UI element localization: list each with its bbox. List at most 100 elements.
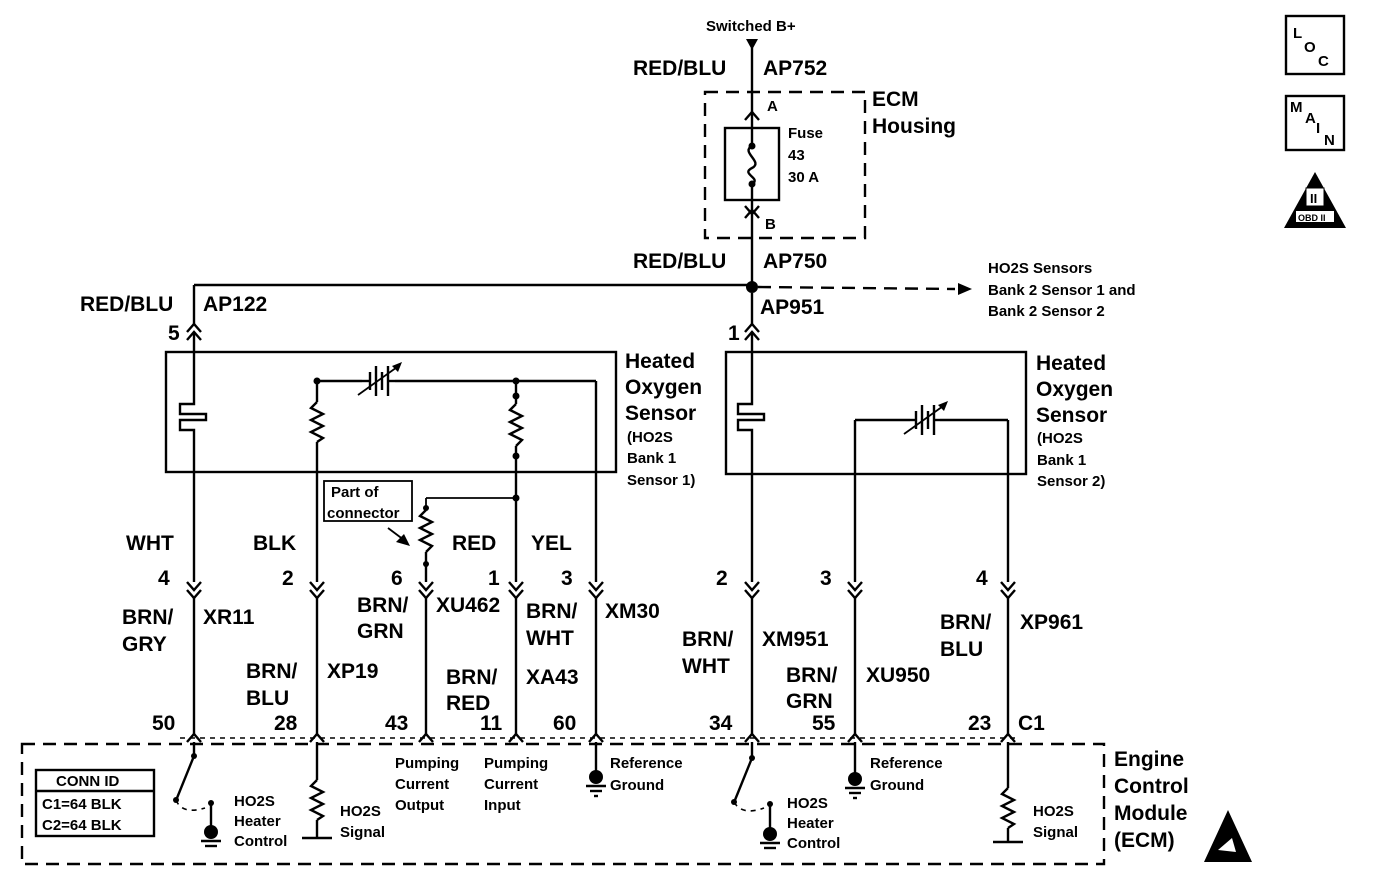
ecm-box [20,742,1106,866]
svg-text:L: L [1293,25,1302,42]
s1-title-2: Oxygen [625,376,702,399]
heater2-l2: Heater [787,815,834,832]
s2-heater-element [736,398,766,436]
s2-circuit-xm951: XM951 [762,628,829,651]
obd-ii-icon[interactable]: II OBD II [1284,172,1346,228]
pump-out-l3: Output [395,797,444,814]
ecm-pin-11: 11 [480,712,503,735]
loc-icon[interactable]: L O C [1284,14,1346,76]
conn-id-c1: C1=64 BLK [42,796,122,813]
s2-ecm-wire-a2: WHT [682,655,730,678]
s1-signal-resistor [308,779,326,821]
s2-title-1: Heated [1036,352,1106,375]
signal1-l2: Signal [340,824,385,841]
ecm-housing-box [703,90,867,240]
fuse-rating: 30 A [788,169,819,186]
s2-ecm-wire-c1: BRN/ [940,611,991,634]
s2-heater-switch [733,757,754,801]
s1-circuit-ap122: AP122 [203,293,267,316]
part-of-text: Part of [331,484,380,501]
s1-circuit-xp19: XP19 [327,660,378,683]
ref1-l2: Ground [610,777,664,794]
s1-ecm-wire-c1: BRN/ [357,594,408,617]
s1-title-3: Sensor [625,402,696,425]
s1-ecm-wire-b1: BRN/ [246,660,297,683]
ecm-housing-label-1: ECM [872,88,919,111]
conn-id-title: CONN ID [56,773,120,790]
s2-pin-4: 4 [976,567,988,590]
main-icon[interactable]: M A I N [1284,94,1346,152]
heater2-l1: HO2S [787,795,828,812]
connector-c1: C1 [1018,712,1045,735]
ref2-l2: Ground [870,777,924,794]
s1-ecm-wire-d2: RED [446,692,490,715]
svg-text:A: A [1305,110,1316,127]
svg-text:OBD II: OBD II [1298,213,1326,223]
bank2-text-2: Bank 2 Sensor 1 and [988,282,1136,299]
s1-resistor-right [507,403,525,447]
ecm-pin-23: 23 [968,712,991,735]
ref2-l1: Reference [870,755,943,772]
ref-ground-2-icon [848,772,862,786]
s2-ecm-wire-b2: GRN [786,690,833,713]
connector-text: connector [327,505,400,522]
pump-out-l2: Current [395,776,449,793]
s1-heater-element [178,398,208,436]
pointer-arrow-icon [396,534,410,546]
ecm-housing-label-2: Housing [872,115,956,138]
svg-text:I: I [1316,120,1320,137]
fuse-number: 43 [788,147,805,164]
bank2-text-1: HO2S Sensors [988,260,1092,277]
s2-ecm-wire-c2: BLU [940,638,983,661]
s1-sub-2: Bank 1 [627,450,676,467]
s1-wire-red: RED [452,532,496,555]
splice-point [746,281,758,293]
s2-sub-3: Sensor 2) [1037,473,1105,490]
ecm-title-2: Control [1114,775,1189,798]
s1-circuit-xr11: XR11 [203,606,255,629]
heater1-l1: HO2S [234,793,275,810]
ref-ground-1-icon [589,770,603,784]
ecm-title-1: Engine [1114,748,1184,771]
s1-pin-1: 1 [488,567,500,590]
ecm-pin-50: 50 [152,712,175,735]
ref1-l1: Reference [610,755,683,772]
s1-wire-wht: WHT [126,532,174,555]
bank2-text-3: Bank 2 Sensor 2 [988,303,1105,320]
s2-pin-3: 3 [820,567,832,590]
s2-sub-2: Bank 1 [1037,452,1086,469]
s1-pin-5: 5 [168,322,180,345]
svg-text:II: II [1310,191,1317,206]
esd-warning-icon [1204,810,1252,862]
signal2-l2: Signal [1033,824,1078,841]
svg-text:N: N [1324,132,1335,149]
heater1-l3: Control [234,833,287,850]
supply-arrow-icon [746,39,758,50]
s1-ecm-wire-d1: BRN/ [446,666,497,689]
s1-wire-blk: BLK [253,532,296,555]
s2-signal-resistor [999,787,1017,829]
s1-circuit-xm30: XM30 [605,600,660,623]
s1-circuit-xu462: XU462 [436,594,500,617]
svg-text:M: M [1290,99,1303,116]
pump-out-l1: Pumping [395,755,459,772]
wire-color-mid: RED/BLU [633,250,726,273]
ecm-pin-43: 43 [385,712,408,735]
s2-ecm-wire-a1: BRN/ [682,628,733,651]
ecm-title-3: Module [1114,802,1188,825]
s1-ecm-wire-c2: GRN [357,620,404,643]
signal2-l1: HO2S [1033,803,1074,820]
s2-circuit-xp961: XP961 [1020,611,1083,634]
s2-pin-1: 1 [728,322,740,345]
heater1-l2: Heater [234,813,281,830]
s1-pin-3: 3 [561,567,573,590]
sensor1-box [164,350,618,474]
terminal-b: B [765,216,776,233]
s1-ecm-wire-e1: BRN/ [526,600,577,623]
ecm-pin-60: 60 [553,712,576,735]
pump-in-l3: Input [484,797,521,814]
s1-sub-3: Sensor 1) [627,472,695,489]
part-of-connector-box [323,480,413,522]
conn-id-c2: C2=64 BLK [42,817,122,834]
